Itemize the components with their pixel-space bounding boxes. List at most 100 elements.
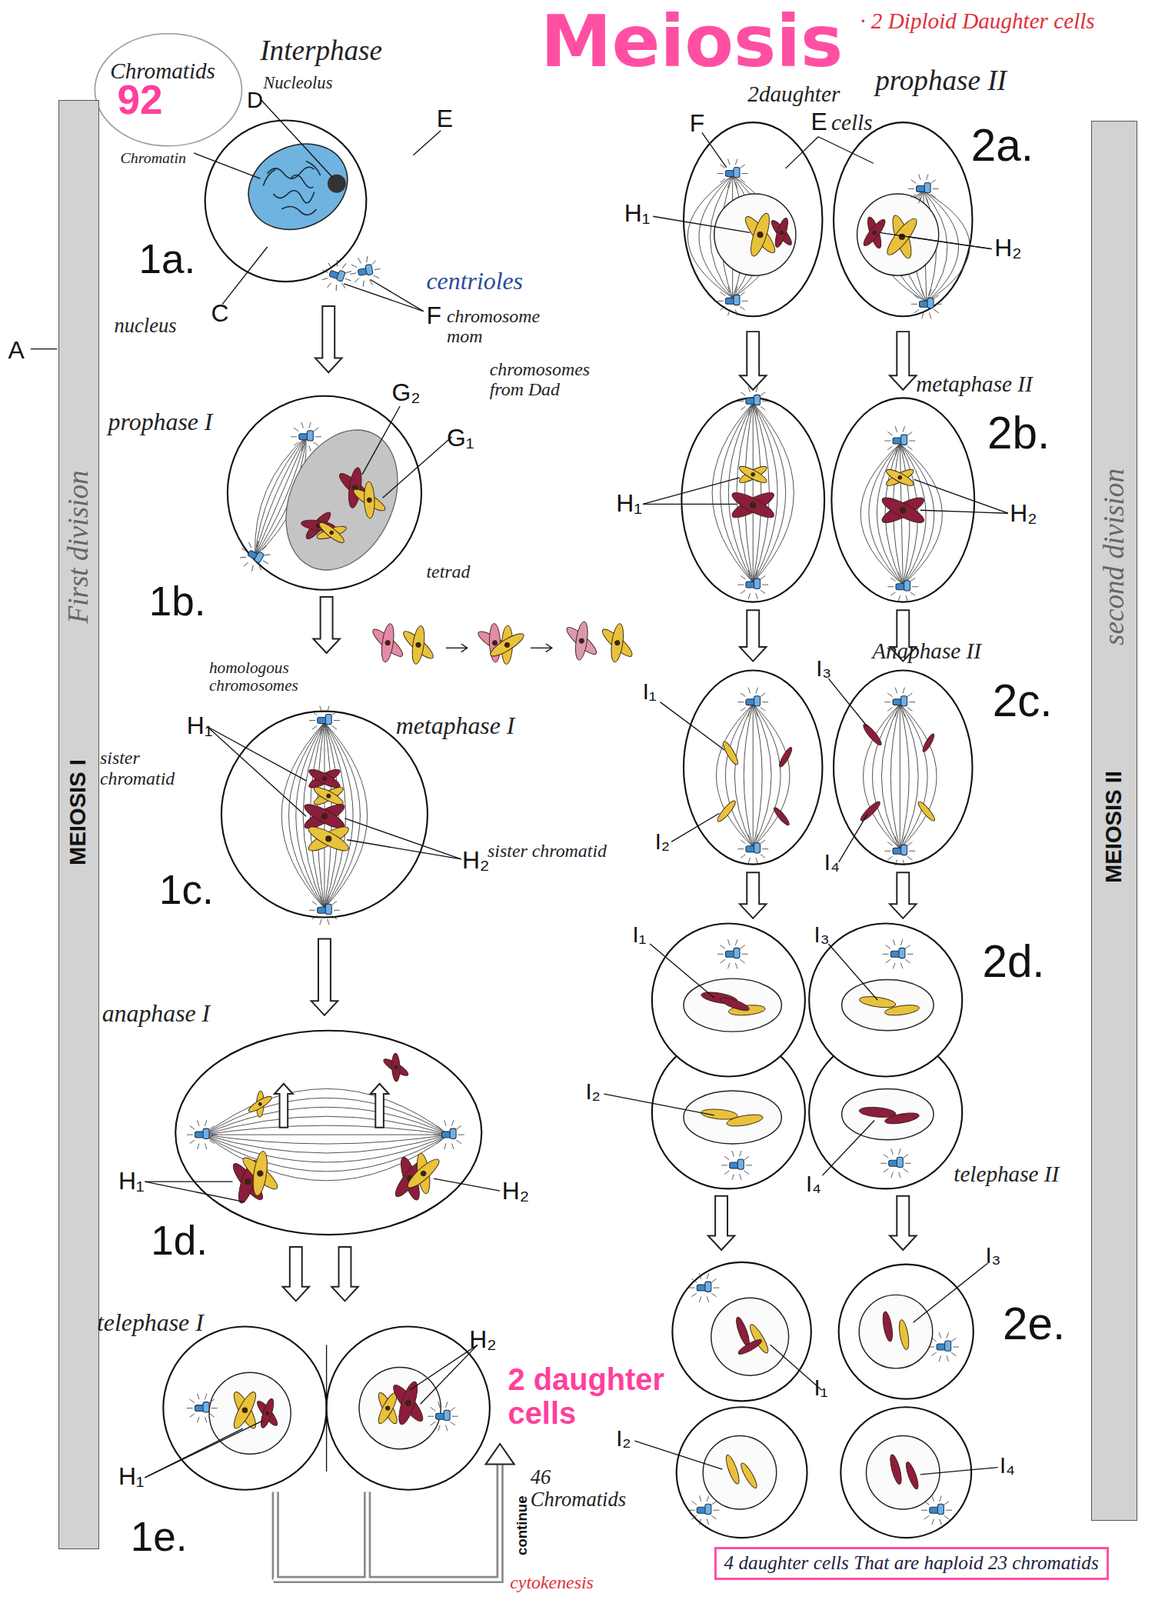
- chromatid-body: [772, 805, 792, 827]
- aster-ray: [762, 848, 769, 849]
- chromatid-body: [861, 722, 884, 747]
- chromatid-body: [884, 1002, 920, 1017]
- centromere: [257, 1101, 263, 1107]
- callout-letter: I₁: [814, 1374, 829, 1400]
- aster-ray: [446, 1424, 448, 1432]
- centriole-barrel: [705, 1281, 712, 1292]
- division-band: First divisionMEIOSIS I: [58, 99, 100, 1549]
- aster-ray: [760, 575, 766, 580]
- leader-line: [206, 725, 307, 816]
- callout-letter: C: [211, 299, 230, 327]
- centromere: [321, 812, 328, 819]
- aster-ray: [739, 164, 745, 169]
- callout-letter: I₃: [814, 922, 830, 947]
- aster-ray: [924, 1514, 929, 1519]
- chromatid: [884, 1002, 920, 1017]
- aster-ray: [895, 835, 897, 843]
- chromatid: [881, 1310, 895, 1342]
- aster-ray: [898, 1171, 901, 1179]
- callout-letter: E: [811, 108, 828, 136]
- callout-letter: F: [426, 302, 441, 330]
- aster-ray: [433, 1134, 440, 1136]
- aster-ray: [907, 431, 913, 436]
- handwritten-note: telephase I: [96, 1308, 204, 1336]
- nuclear-envelope: [702, 1434, 777, 1509]
- aster-ray: [711, 1501, 716, 1505]
- aster-ray: [301, 445, 303, 452]
- centriole-barrel: [325, 903, 332, 914]
- aster-ray: [895, 859, 897, 866]
- aster-ray: [938, 1331, 941, 1339]
- aster-ray: [884, 440, 891, 442]
- chromosome: [878, 492, 927, 527]
- aster-ray: [332, 915, 337, 919]
- chromosome: [597, 619, 637, 666]
- centriole-barrel: [733, 167, 740, 178]
- aster-ray: [902, 710, 905, 717]
- stage-arrow: [889, 331, 916, 390]
- spindle-fiber: [752, 402, 762, 583]
- aster-ray: [365, 256, 369, 263]
- nuclear-envelope: [683, 978, 782, 1032]
- aster-ray: [706, 1295, 709, 1302]
- centromere: [778, 229, 784, 235]
- aster-ray: [884, 850, 891, 852]
- aster-ray: [444, 1119, 447, 1126]
- centromere: [384, 639, 392, 646]
- aster-ray: [186, 1407, 194, 1408]
- handwritten-note: metaphase II: [915, 371, 1033, 397]
- aster-ray: [748, 409, 750, 417]
- chromosome: [367, 619, 407, 666]
- aster-ray: [911, 179, 916, 184]
- aster-ray: [209, 1413, 214, 1418]
- centriole: [884, 687, 916, 717]
- aster-ray: [880, 1162, 887, 1164]
- chromosome: [728, 488, 777, 523]
- chromatid: [404, 1155, 443, 1192]
- aster-ray: [711, 1514, 716, 1519]
- centriole-barrel: [754, 695, 761, 706]
- aster-ray: [737, 400, 744, 402]
- leader-line: [659, 702, 725, 750]
- aster-ray: [211, 1134, 218, 1136]
- aster-ray: [239, 554, 247, 560]
- leader-line: [420, 1344, 478, 1404]
- cell-membrane: [840, 1406, 972, 1538]
- aster-ray: [892, 938, 895, 946]
- aster-ray: [744, 1155, 749, 1160]
- callout-letter: I₂: [615, 1425, 631, 1451]
- callout-letter: I₄: [805, 1171, 822, 1196]
- aster-ray: [209, 1125, 214, 1129]
- chromatid-body: [715, 798, 738, 823]
- cell-membrane: [205, 120, 367, 283]
- aster-ray: [908, 850, 916, 852]
- aster-ray: [891, 1171, 893, 1179]
- nucleus: [234, 128, 362, 246]
- chromatid: [733, 1315, 752, 1348]
- chromatin: [267, 166, 315, 179]
- aster-ray: [189, 1398, 195, 1403]
- stage-number: 1b.: [149, 579, 207, 624]
- aster-ray: [255, 540, 260, 547]
- stage-number: 1d.: [150, 1218, 208, 1263]
- aster-ray: [197, 1142, 200, 1149]
- chromatin: [262, 169, 276, 186]
- aster-ray: [197, 1416, 200, 1423]
- cell-membrane: [683, 122, 823, 317]
- aster-ray: [883, 1168, 889, 1172]
- leader-line: [785, 136, 819, 169]
- aster-ray: [332, 725, 337, 730]
- chromosome: [884, 466, 916, 490]
- handwritten-note: homologous chromosomes: [209, 659, 373, 696]
- cell-membrane: [808, 923, 962, 1077]
- aster-ray: [892, 962, 895, 969]
- centromere: [899, 506, 907, 514]
- cell-membrane: [221, 711, 428, 918]
- nuclear-envelope: [858, 1294, 933, 1369]
- chromatid: [728, 488, 777, 523]
- aster-ray: [309, 422, 311, 429]
- chromatid-body: [897, 1318, 911, 1351]
- chromosome: [245, 1087, 276, 1121]
- spindle-fiber: [752, 402, 794, 583]
- aster-ray: [885, 945, 891, 949]
